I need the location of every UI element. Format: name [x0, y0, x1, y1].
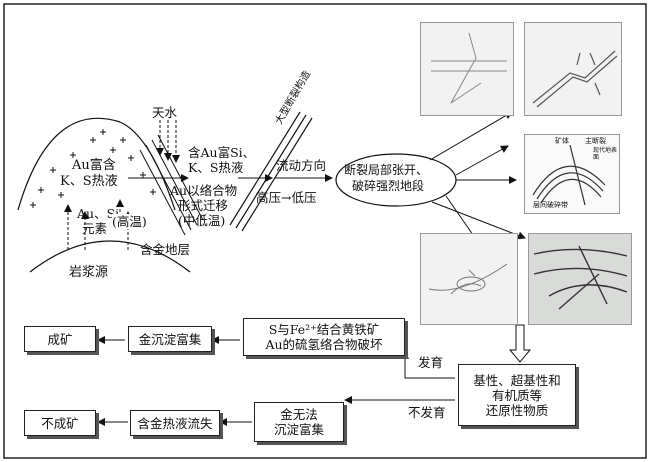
ore-body-label: 矿体: [555, 137, 569, 145]
reductant-line-2: 有机质等: [491, 387, 542, 403]
reductant-line-3: 还原性物质: [485, 402, 549, 418]
migration-line-4: 形式迁移: [178, 198, 229, 213]
barren-result-box: 不成矿: [24, 410, 96, 436]
fold-thumbnail: 矿体 主断裂 现代地表面 层间破碎带: [524, 134, 620, 214]
plus-pattern: [30, 129, 156, 208]
sky-water-label: 天水: [152, 105, 178, 120]
fault-thumbnail-2: [524, 22, 622, 116]
migration-line-2: K、S热液: [188, 160, 244, 175]
loss-box: 含金热液流失: [130, 410, 220, 436]
flow-direction-label: 流动方向: [276, 158, 327, 173]
no-deposit-box: 金无法 沉淀富集: [254, 402, 344, 442]
develop-label: 发育: [418, 355, 444, 370]
main-fault-label: 主断裂: [585, 137, 606, 145]
fluid-label-1: Au富含: [72, 158, 116, 173]
sulfide-box: S与Fe²⁺结合黄铁矿 Au的硫氢络合物破坏: [243, 318, 405, 356]
fracture-line-2: 破碎强烈地段: [352, 179, 425, 193]
migration-line-1: 含Au富Si、: [188, 145, 256, 160]
sulfide-line-2: Au的硫氢络合物破坏: [265, 337, 383, 352]
pressure-label: 高压→低压: [256, 190, 317, 205]
not-develop-label: 不发育: [408, 405, 446, 420]
deposit-box: 金沉淀富集: [128, 326, 212, 352]
hollow-down-arrow: [508, 324, 532, 363]
modern-surface-label: 现代地表面: [593, 147, 618, 161]
migration-line-5: (中低温): [178, 213, 226, 228]
fracture-line-1: 断裂局部张开、: [344, 163, 429, 177]
interlayer-zone-label: 层间破碎带: [533, 201, 568, 209]
fault-thumbnail-3: [420, 233, 518, 325]
no-deposit-line-2: 沉淀富集: [273, 422, 324, 437]
migration-line-3: Au以络合物: [170, 183, 238, 198]
reductant-line-1: 基性、超基性和: [473, 372, 561, 388]
fluid-label-2: K、S热液: [60, 174, 118, 189]
no-deposit-line-1: 金无法: [280, 407, 318, 422]
magma-source-label: 岩浆源: [69, 265, 109, 280]
mineralize-result-box: 成矿: [24, 326, 96, 352]
magma-arc: [29, 240, 191, 273]
fault-lines: [229, 111, 313, 232]
fault-thumbnail-4: [528, 233, 632, 325]
reductant-box: 基性、超基性和 有机质等 还原性物质: [458, 364, 576, 426]
gold-strata-label: 含金地层: [140, 242, 191, 257]
high-temp-label: (高温): [112, 214, 147, 229]
elements-label-1: Au、Si: [77, 206, 120, 221]
elements-label-2: 元素: [82, 221, 108, 236]
sulfide-line-1: S与Fe²⁺结合黄铁矿: [268, 322, 380, 337]
fault-thumbnail-1: [420, 22, 514, 116]
